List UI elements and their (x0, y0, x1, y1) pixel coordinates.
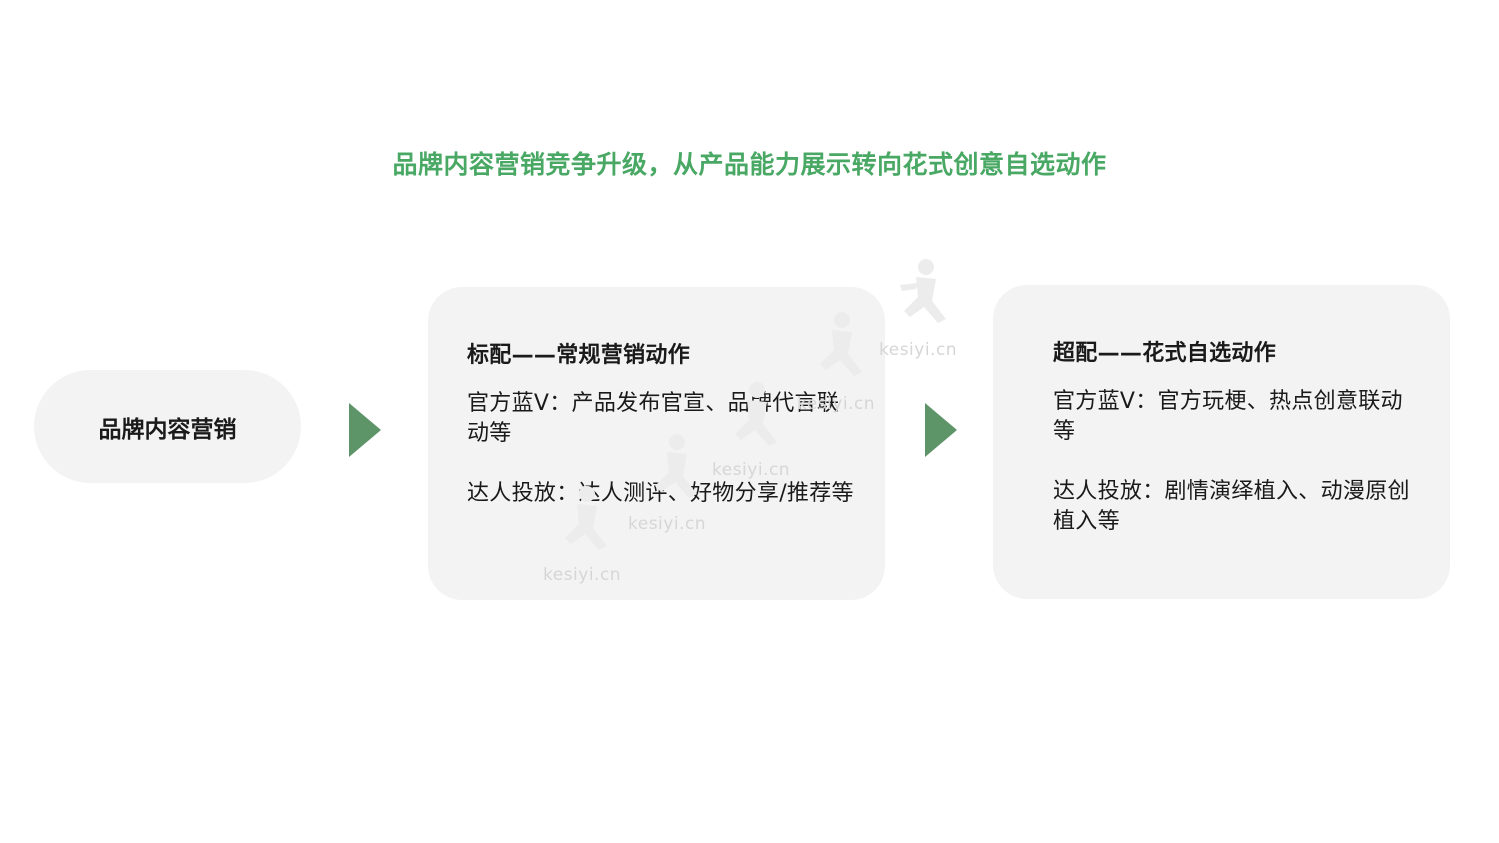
standard-actions-card: 标配——常规营销动作 官方蓝V：产品发布官宣、品牌代言联动等 达人投放：达人测评… (428, 287, 885, 600)
card-heading: 标配——常规营销动作 (467, 343, 691, 368)
source-node: 品牌内容营销 (34, 370, 301, 483)
runner-watermark-icon (900, 259, 946, 323)
watermark-text: kesiyi.cn (797, 394, 876, 414)
card-item: 官方蓝V：官方玩梗、热点创意联动等 (1053, 389, 1403, 444)
runner-watermark-icon (735, 382, 777, 446)
card-heading: 超配——花式自选动作 (1053, 341, 1277, 366)
watermark-text: kesiyi.cn (628, 514, 707, 534)
runner-watermark-icon (565, 486, 607, 550)
card-item: 达人投放：剧情演绎植入、动漫原创植入等 (1053, 479, 1410, 534)
slide-title: 品牌内容营销竞争升级，从产品能力展示转向花式创意自选动作 (392, 150, 1107, 179)
runner-watermark-icon (820, 312, 862, 376)
arrow-right-icon (925, 403, 957, 457)
card-item: 官方蓝V：产品发布官宣、品牌代言联动等 (467, 391, 840, 446)
watermark-text: kesiyi.cn (543, 565, 622, 585)
watermark-text: kesiyi.cn (879, 340, 958, 360)
source-node-label: 品牌内容营销 (98, 416, 237, 443)
premium-actions-card: 超配——花式自选动作 官方蓝V：官方玩梗、热点创意联动等 达人投放：剧情演绎植入… (993, 285, 1450, 599)
arrow-right-icon (349, 403, 381, 457)
watermark-text: kesiyi.cn (712, 460, 791, 480)
runner-watermark-icon (655, 434, 697, 498)
